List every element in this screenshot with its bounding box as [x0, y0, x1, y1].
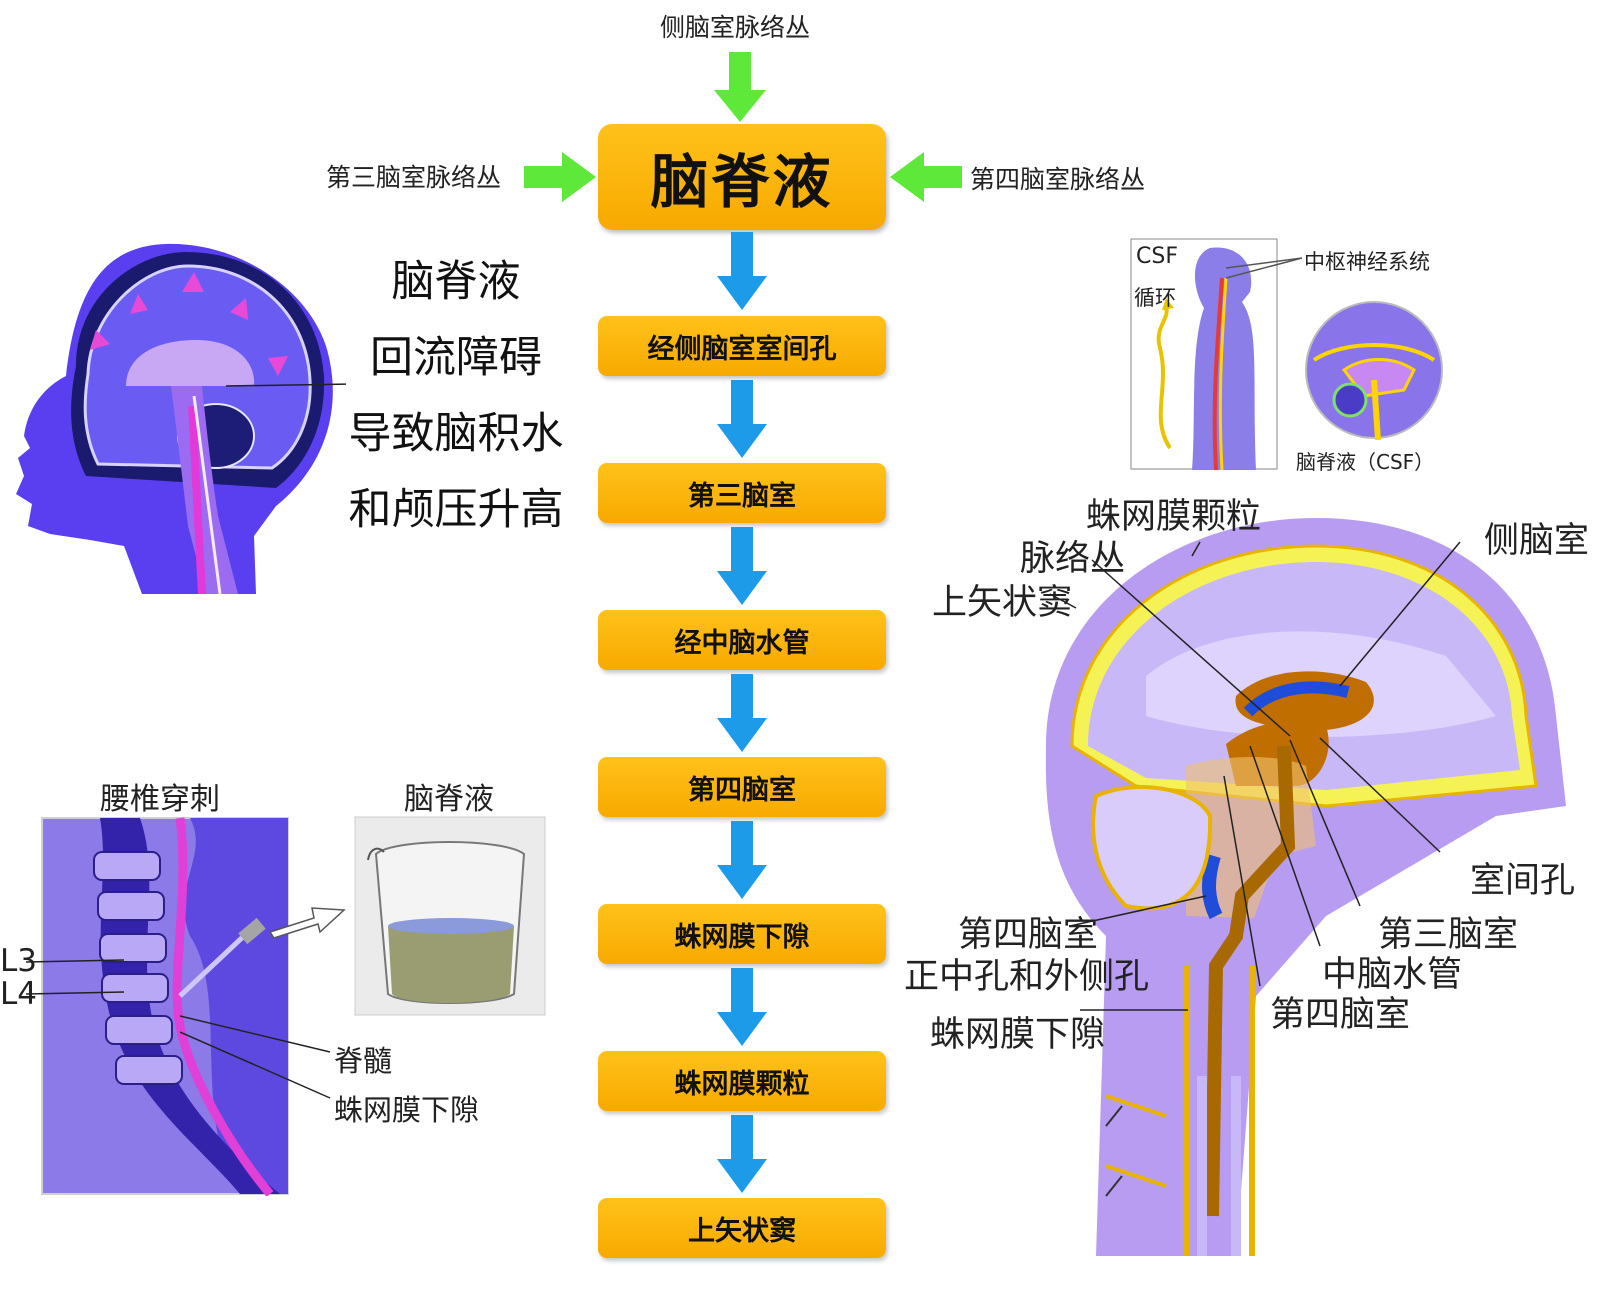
- label-foramen: 室间孔: [1470, 861, 1576, 901]
- input-left-label: 第三脑室脉络丛: [326, 163, 502, 192]
- csf-brain-circle: [1305, 301, 1443, 440]
- beaker-title: 脑脊液: [404, 782, 494, 817]
- beaker-illustration: [354, 816, 546, 1016]
- label-brain-subarachnoid: 蛛网膜下隙: [930, 1015, 1106, 1055]
- csf-label: CSF: [1136, 244, 1178, 269]
- circulation-label: 循环: [1134, 286, 1176, 310]
- green-right-arrow: [524, 152, 596, 202]
- label-aqueduct: 中脑水管: [1322, 955, 1463, 995]
- label-spinal-cord: 脊髓: [334, 1044, 393, 1078]
- note-line-2: 回流障碍: [370, 333, 542, 383]
- head-csf-illustration: [16, 243, 346, 594]
- label-l3: L3: [0, 943, 37, 979]
- flow-step: 经侧脑室室间孔: [598, 316, 886, 376]
- label-granulations: 蛛网膜颗粒: [1086, 497, 1262, 537]
- note-line-4: 和颅压升高: [348, 485, 564, 535]
- flow-arrow-down: [717, 527, 767, 605]
- label-fourth-ventricle-left: 第四脑室: [958, 915, 1099, 955]
- label-fourth-ventricle: 第四脑室: [1270, 995, 1411, 1035]
- label-sinus: 上矢状窦: [932, 583, 1073, 623]
- label-lateral-ventricle: 侧脑室: [1484, 521, 1590, 561]
- note-line-3: 导致脑积水: [348, 409, 564, 459]
- flow-arrow-down: [717, 232, 767, 310]
- cns-leader: [1226, 257, 1303, 279]
- label-lumbar-subarachnoid: 蛛网膜下隙: [334, 1093, 480, 1127]
- cns-label: 中枢神经系统: [1304, 250, 1430, 274]
- flow-step: 经中脑水管: [598, 610, 886, 670]
- flow-step: 第三脑室: [598, 463, 886, 523]
- flow-arrow-down: [717, 968, 767, 1046]
- flow-arrow-down: [717, 674, 767, 752]
- lumbar-title: 腰椎穿刺: [100, 782, 220, 817]
- hydrocephalus-note: 脑脊液 回流障碍 导致脑积水 和颅压升高: [336, 244, 576, 548]
- brain-leader-lines: [1049, 541, 1461, 1011]
- csf-body-illustration: [1130, 238, 1278, 470]
- spine-leader-lines: [180, 1015, 331, 1099]
- label-plexus: 脉络丛: [1020, 539, 1126, 579]
- flow-step: 第四脑室: [598, 757, 886, 817]
- flow-arrow-down: [717, 1115, 767, 1193]
- input-top-label: 侧脑室脉络丛: [660, 13, 811, 42]
- main-title-box: 脑脊液: [598, 124, 886, 230]
- brain-sagittal-illustration: [1045, 518, 1566, 1256]
- flow-step: 上矢状窦: [598, 1198, 886, 1258]
- flow-arrow-down: [717, 821, 767, 899]
- label-third-ventricle: 第三脑室: [1378, 915, 1519, 955]
- l-leader-lines: [26, 959, 125, 995]
- flow-step: 蛛网膜下隙: [598, 904, 886, 964]
- note-line-1: 脑脊液: [391, 257, 521, 307]
- lumbar-spine-illustration: [41, 817, 289, 1196]
- csf-brain-label: 脑脊液（CSF）: [1296, 450, 1435, 474]
- green-left-arrow: [890, 152, 962, 202]
- input-right-label: 第四脑室脉络丛: [970, 165, 1146, 194]
- hollow-arrow: [268, 907, 346, 939]
- flow-arrow-down: [717, 380, 767, 458]
- flow-step: 蛛网膜颗粒: [598, 1051, 886, 1111]
- label-apertures: 正中孔和外侧孔: [904, 957, 1150, 997]
- green-down-arrow: [714, 52, 766, 122]
